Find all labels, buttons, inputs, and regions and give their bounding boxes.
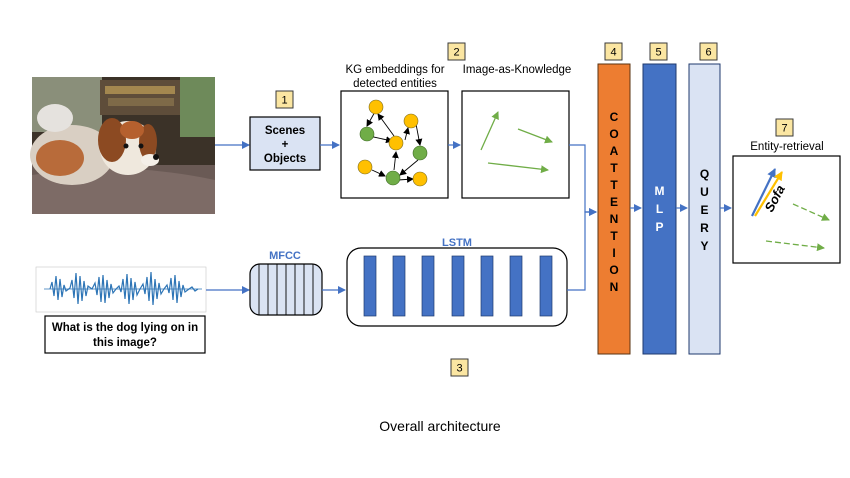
dog-photo [30,77,215,214]
query-letters: Q U E R Y [700,167,709,253]
query-letter: Y [700,239,708,253]
coattention-letter: N [610,280,619,294]
arrow-image-knowledge-to-coattention [569,144,597,216]
coattention-letter: O [609,127,618,141]
kg-label-line2: detected entities [353,78,437,90]
badge-6-label: 6 [705,47,711,59]
audio-waveform [35,266,207,313]
coattention-letter: E [610,195,618,209]
badge-2 [447,42,466,61]
mlp-block [642,63,677,355]
query-letter: Q [700,167,709,181]
badge-4 [604,42,623,61]
badge-3 [450,358,469,377]
question-line1: What is the dog lying on in [52,322,198,334]
badge-5-label: 5 [655,47,661,59]
entity-retrieval-label: Entity-retrieval [750,141,824,153]
query-letter: U [700,185,709,199]
badge-3-label: 3 [456,363,462,375]
kg-graph [340,90,449,199]
mlp-letter: M [655,184,665,198]
mlp-letter: P [655,220,663,234]
badge-1-label: 1 [281,95,287,107]
query-letter: R [700,221,709,235]
mfcc-label: MFCC [269,250,301,262]
badge-7 [775,118,794,137]
query-block [688,63,721,355]
kg-label-line1: KG embeddings for [345,64,444,76]
coattention-letter: T [610,161,618,175]
mlp-letter: L [656,202,663,216]
coattention-letter: T [610,178,618,192]
coattention-block [597,63,631,355]
coattention-letter: A [610,144,619,158]
badge-2-label: 2 [453,47,459,59]
question-box [44,315,206,354]
coattention-letter: C [610,110,619,124]
coattention-letter: N [610,212,619,226]
scenes-objects-box [249,116,321,171]
question-line2: this image? [93,337,157,349]
coattention-letter: T [610,229,618,243]
coattention-letter: I [612,246,615,260]
scenes-label: Scenes [265,125,305,137]
query-letter: E [700,203,708,217]
lstm-block [346,247,568,327]
entity-retrieval-box: Sofa [732,155,841,264]
mlp-letters: M L P [655,184,665,234]
mfcc-block [249,263,323,316]
coattention-letter: O [609,263,618,277]
badge-4-label: 4 [610,47,616,59]
arrow-lstm-to-coattention [567,208,597,291]
badge-1 [275,90,294,109]
coattention-letters: C O A T T E N T I O N [609,110,618,294]
badge-7-label: 7 [781,123,787,135]
image-knowledge-box [461,90,570,199]
lstm-label: LSTM [442,237,472,249]
badge-5 [649,42,668,61]
image-knowledge-label: Image-as-Knowledge [463,64,572,76]
diagram-caption: Overall architecture [379,418,501,434]
plus-label: + [282,139,289,151]
objects-label: Objects [264,153,306,165]
badge-6 [699,42,718,61]
